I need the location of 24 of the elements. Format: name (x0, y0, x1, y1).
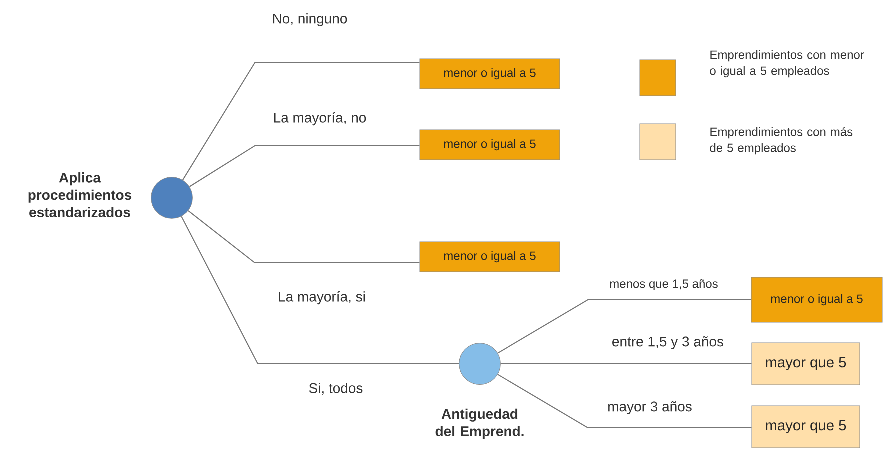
connector-line (189, 145, 420, 188)
result-box: menor o igual a 5 (420, 130, 560, 160)
result-box: mayor que 5 (752, 342, 860, 386)
legend-label: Emprendimientos con menor o igual a 5 empleados (710, 50, 864, 78)
result-box: mayor que 5 (752, 406, 860, 448)
connector-line (498, 299, 752, 354)
connector-line (500, 363, 752, 365)
connector-line (182, 62, 420, 180)
connector-line (498, 374, 752, 429)
connector-line (181, 216, 460, 365)
edge-label: entre 1,5 y 3 años (610, 335, 726, 351)
result-box: menor o igual a 5 (420, 242, 560, 272)
edge-label: menos que 1,5 años (608, 278, 720, 292)
legend-label: Emprendimientos con más de 5 empleados (710, 127, 853, 155)
result-box: menor o igual a 5 (751, 277, 883, 323)
edge-label: No, ninguno (270, 12, 350, 28)
edge-label: La mayoría, si (276, 290, 368, 306)
edge-label: La mayoría, no (272, 111, 368, 127)
node-label: Aplica procedimientos estandarizados (28, 172, 132, 218)
connector-line (188, 210, 420, 264)
result-box: menor o igual a 5 (420, 58, 560, 90)
edge-label: Si, todos (307, 382, 365, 396)
edge-label: mayor 3 años (606, 400, 694, 416)
node-label: Antiguedad del Emprend. (436, 408, 524, 440)
